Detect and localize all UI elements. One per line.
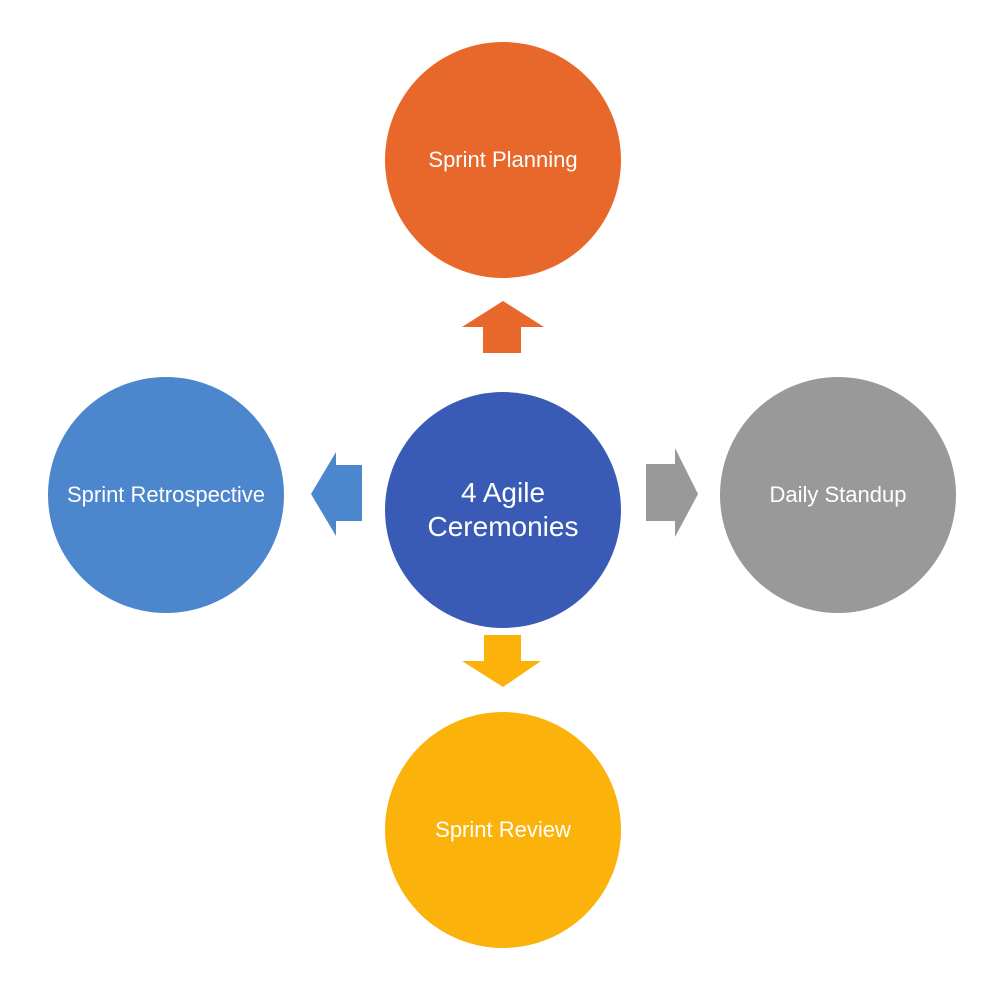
arrow-right-to-daily-standup [646, 448, 698, 537]
sprint-planning-node: Sprint Planning [385, 42, 621, 278]
sprint-retrospective-node: Sprint Retrospective [48, 377, 284, 613]
sprint-retrospective-label: Sprint Retrospective [66, 481, 266, 507]
sprint-review-label: Sprint Review [435, 816, 571, 842]
center-label: 4 Agile Ceremonies [427, 477, 579, 542]
sprint-review-node: Sprint Review [385, 712, 621, 948]
arrow-down-to-sprint-review [462, 635, 541, 687]
arrow-up-to-sprint-planning [462, 301, 544, 353]
arrow-left-to-sprint-retrospective [311, 452, 362, 536]
agile-ceremonies-center-node: 4 Agile Ceremonies [385, 392, 621, 628]
daily-standup-node: Daily Standup [720, 377, 956, 613]
daily-standup-label: Daily Standup [769, 481, 907, 507]
sprint-planning-label: Sprint Planning [428, 146, 578, 172]
